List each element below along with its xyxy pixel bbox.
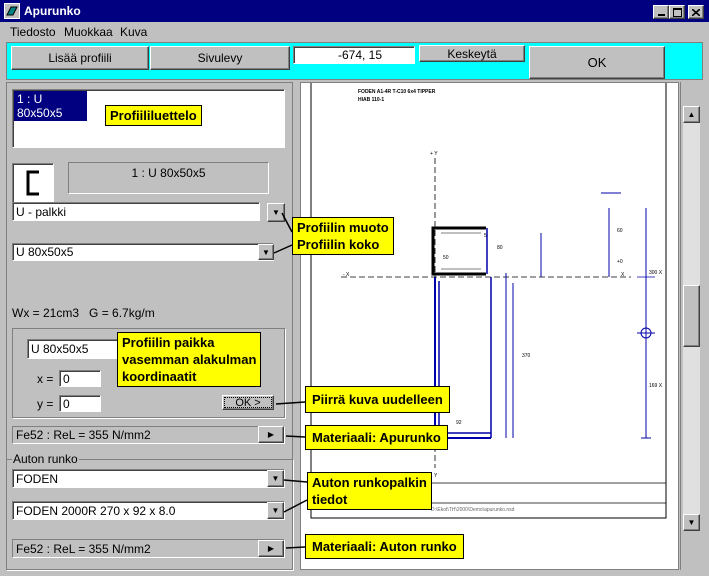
callout-chassis-line-2: tiedot: [312, 492, 348, 507]
profile-list-item[interactable]: 1 : U 80x50x5: [14, 91, 87, 121]
scroll-up-button[interactable]: ▲: [683, 106, 700, 123]
chassis-material-button[interactable]: ▶: [258, 540, 284, 557]
callout-subframe-material: Materiaali: Apurunko: [305, 425, 448, 450]
drawing-header-1: FODEN A1-4R T-C10 6x4 TIPPER: [358, 89, 436, 95]
ok-button[interactable]: OK: [529, 46, 665, 79]
position-profile-field: U 80x50x5: [27, 339, 137, 359]
chevron-down-icon: ▼: [262, 247, 270, 257]
dim-label: 5: [484, 233, 487, 239]
menu-kuva[interactable]: Kuva: [120, 25, 148, 39]
callout-position-line-2: vasemman alakulman: [122, 352, 257, 367]
profile-name-display: 1 : U 80x50x5: [68, 162, 269, 194]
callout-profile-shape-size: Profiilin muoto Profiilin koko: [292, 217, 394, 255]
dim-label: 92: [456, 420, 462, 426]
chevron-right-icon: ▶: [267, 430, 275, 439]
x-axis-left-label: - X: [343, 272, 350, 278]
callout-chassis-info: Auton runkopalkin tiedot: [307, 472, 432, 510]
profile-properties: Wx = 21cm3 G = 6.7kg/m: [12, 306, 155, 320]
x-axis-right-label: X: [621, 272, 625, 278]
profile-list[interactable]: 1 : U 80x50x5: [12, 89, 285, 148]
drawing-footer: D:\Ekot\TH\2000\Demo\apurunko.nsd: [431, 507, 515, 513]
minimize-button[interactable]: [653, 5, 669, 19]
chassis-make-dropdown-button[interactable]: ▼: [267, 470, 284, 487]
callout-position-line-3: koordinaatit: [122, 369, 197, 384]
callout-profile-shape: Profiilin muoto: [297, 220, 389, 235]
chevron-down-icon: ▼: [271, 506, 280, 515]
app-icon[interactable]: [4, 3, 20, 19]
scroll-thumb[interactable]: [683, 285, 700, 347]
chassis-make-select[interactable]: FODEN: [12, 469, 285, 488]
profile-shape-preview: [12, 163, 54, 203]
chassis-material-field: Fe52 : ReL = 355 N/mm2: [12, 539, 285, 558]
menu-bar: Tiedosto Muokkaa Kuva: [0, 22, 709, 42]
chevron-right-icon: ▶: [267, 544, 275, 553]
callout-chassis-line-1: Auton runkopalkin: [312, 475, 427, 490]
chassis-make-value: FODEN: [16, 471, 58, 486]
y-axis-label: + Y: [430, 151, 438, 157]
callout-profile-position: Profiilin paikka vasemman alakulman koor…: [117, 332, 262, 387]
technical-drawing: [310, 83, 667, 519]
subframe-material-button[interactable]: ▶: [258, 426, 284, 443]
side-plate-button[interactable]: Sivulevy: [150, 46, 290, 70]
chassis-model-dropdown-button[interactable]: ▼: [267, 502, 284, 519]
close-button[interactable]: [688, 5, 704, 19]
chevron-down-icon: ▼: [271, 474, 280, 483]
minimize-icon: [657, 14, 665, 16]
dim-label: 60: [617, 228, 623, 234]
profile-size-value: U 80x50x5: [16, 245, 74, 259]
chassis-group-label: Auton runko: [12, 452, 79, 466]
close-icon: [692, 8, 700, 16]
vertical-scrollbar[interactable]: ▲ ▼: [680, 82, 702, 570]
chassis-model-select[interactable]: FODEN 2000R 270 x 92 x 8.0: [12, 501, 285, 520]
chassis-group: [6, 459, 293, 570]
subframe-material-field: Fe52 : ReL = 355 N/mm2: [12, 426, 285, 444]
x-label: x =: [37, 372, 54, 386]
y-label: y =: [37, 397, 54, 411]
title-bar: Apurunko: [0, 0, 709, 22]
dim-label: 80: [497, 245, 503, 251]
dim-label: +0: [617, 259, 623, 265]
redraw-ok-button[interactable]: OK >: [222, 395, 274, 410]
x-coordinate-input[interactable]: 0: [59, 370, 101, 387]
chevron-down-icon: ▼: [272, 208, 280, 217]
callout-redraw: Piirrä kuva uudelleen: [305, 386, 450, 413]
callout-chassis-material: Materiaali: Auton runko: [305, 534, 464, 559]
callout-profile-list: Profiililuettelo: [105, 105, 202, 126]
profile-size-select[interactable]: U 80x50x5: [12, 243, 274, 261]
toolbar: Lisää profiili Sivulevy -674, 15 Keskeyt…: [6, 42, 703, 80]
dim-label: 169 X: [649, 383, 663, 389]
profile-shape-value: U - palkki: [16, 204, 67, 219]
profile-shape-select[interactable]: U - palkki: [12, 202, 260, 221]
coordinate-readout: -674, 15: [293, 46, 415, 64]
dim-label: 50: [443, 255, 449, 261]
maximize-button[interactable]: [669, 5, 685, 19]
chevron-down-icon: ▼: [687, 518, 696, 527]
abort-button[interactable]: Keskeytä: [419, 45, 525, 62]
u-channel-icon: [26, 170, 39, 196]
window-title: Apurunko: [24, 4, 81, 18]
y-coordinate-input[interactable]: 0: [59, 395, 101, 412]
position-group: [12, 328, 285, 418]
chevron-up-icon: ▲: [687, 110, 696, 119]
chassis-model-value: FODEN 2000R 270 x 92 x 8.0: [16, 503, 176, 518]
callout-position-line-1: Profiilin paikka: [122, 335, 215, 350]
dim-label: 300 X: [649, 270, 663, 276]
maximize-icon: [672, 7, 682, 17]
drawing-header-2: HIAB 110-1: [358, 97, 385, 103]
scroll-down-button[interactable]: ▼: [683, 514, 700, 531]
callout-profile-size: Profiilin koko: [297, 237, 380, 252]
dim-label: Y: [434, 473, 438, 479]
menu-tiedosto[interactable]: Tiedosto: [10, 25, 56, 39]
add-profile-button[interactable]: Lisää profiili: [11, 46, 149, 70]
profile-size-dropdown-button[interactable]: ▼: [258, 244, 274, 260]
dim-label: 370: [522, 353, 531, 359]
menu-muokkaa[interactable]: Muokkaa: [64, 25, 113, 39]
profile-shape-dropdown-button[interactable]: ▼: [267, 203, 285, 222]
